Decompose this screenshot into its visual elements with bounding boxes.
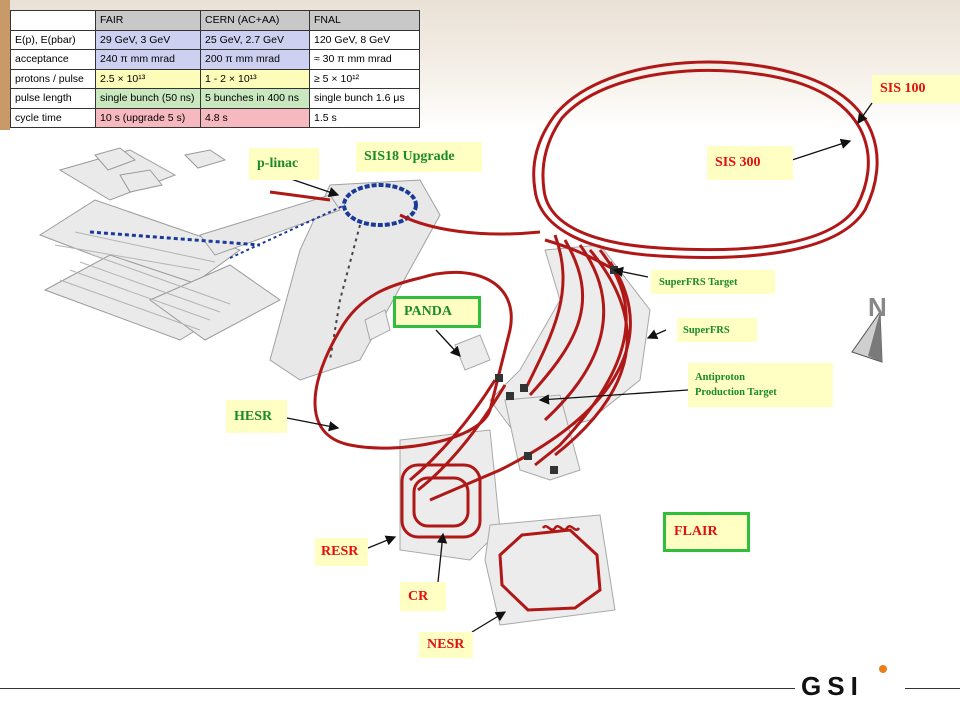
unilac-line	[89, 190, 346, 259]
sis18-ring	[342, 183, 418, 227]
label-arrows	[286, 102, 873, 633]
label-hesr: HESR	[226, 400, 287, 433]
existing-buildings	[38, 147, 281, 341]
label-sis100: SIS 100	[872, 75, 960, 103]
table-cell: single bunch 1.6 μs	[309, 88, 420, 109]
label-nesr: NESR	[419, 632, 473, 658]
label-flair: FLAIR	[663, 512, 750, 552]
sis100-ring	[532, 60, 879, 259]
table-row: cycle time 10 s (upgrade 5 s) 4.8 s 1.5 …	[10, 107, 420, 128]
hesr-building	[364, 309, 491, 371]
table-cell: 4.8 s	[200, 107, 310, 128]
flair-coils	[541, 525, 581, 531]
label-panda: PANDA	[393, 296, 481, 328]
antiproton-line-1: Antiproton	[695, 372, 745, 383]
transfer-line	[329, 224, 361, 361]
nesr-ring	[498, 528, 602, 612]
table-header-row: FAIR CERN (AC+AA) FNAL	[10, 10, 420, 31]
row-label: pulse length	[10, 88, 96, 109]
label-superfrs: SuperFRS	[677, 318, 757, 342]
superfrs-building	[489, 244, 651, 481]
sis18-complex	[199, 179, 441, 381]
hesr-ring	[313, 270, 513, 450]
north-arrow-icon: N	[851, 292, 887, 363]
svg-text:GSI: GSI	[801, 671, 864, 698]
table-row: pulse length single bunch (50 ns) 5 bunc…	[10, 88, 420, 109]
table-cell: 25 GeV, 2.7 GeV	[200, 29, 310, 50]
gsi-logo: GSI	[795, 664, 905, 701]
table-row: protons / pulse 2.5 × 10¹³ 1 - 2 × 10¹³ …	[10, 68, 420, 89]
row-label: cycle time	[10, 107, 96, 128]
label-sis18-upgrade: SIS18 Upgrade	[356, 142, 482, 172]
comparison-table: FAIR CERN (AC+AA) FNAL E(p), E(pbar) 29 …	[10, 10, 420, 128]
table-header-cell: FNAL	[309, 10, 420, 31]
table-cell: 2.5 × 10¹³	[95, 68, 201, 89]
row-label: protons / pulse	[10, 68, 96, 89]
label-antiproton-target: Antiproton Production Target	[688, 363, 833, 407]
svg-text:N: N	[868, 292, 887, 322]
table-cell: 29 GeV, 3 GeV	[95, 29, 201, 50]
sis300-ring	[541, 68, 870, 252]
cr-ring	[412, 476, 470, 528]
table-cell: 1 - 2 × 10¹³	[200, 68, 310, 89]
label-p-linac: p-linac	[249, 148, 319, 180]
table-cell: ≈ 30 π mm mrad	[309, 49, 420, 70]
header-accent	[0, 0, 10, 130]
row-label: E(p), E(pbar)	[10, 29, 96, 50]
label-resr: RESR	[315, 538, 368, 566]
footer-rule	[0, 688, 960, 689]
table-cell: 1.5 s	[309, 107, 420, 128]
table-cell: 5 bunches in 400 ns	[200, 88, 310, 109]
table-header-cell: CERN (AC+AA)	[200, 10, 310, 31]
label-cr: CR	[400, 582, 446, 611]
table-header-cell	[10, 10, 96, 31]
label-sis300: SIS 300	[707, 146, 793, 180]
table-row: acceptance 240 π mm mrad 200 π mm mrad ≈…	[10, 49, 420, 70]
building-grid	[54, 231, 231, 331]
table-row: E(p), E(pbar) 29 GeV, 3 GeV 25 GeV, 2.7 …	[10, 29, 420, 50]
table-header-cell: FAIR	[95, 10, 201, 31]
antiproton-line-2: Production Target	[695, 387, 777, 398]
label-superfrs-target: SuperFRS Target	[651, 270, 775, 294]
table-cell: 10 s (upgrade 5 s)	[95, 107, 201, 128]
table-cell: 200 π mm mrad	[200, 49, 310, 70]
row-label: acceptance	[10, 49, 96, 70]
table-cell: 120 GeV, 8 GeV	[309, 29, 420, 50]
